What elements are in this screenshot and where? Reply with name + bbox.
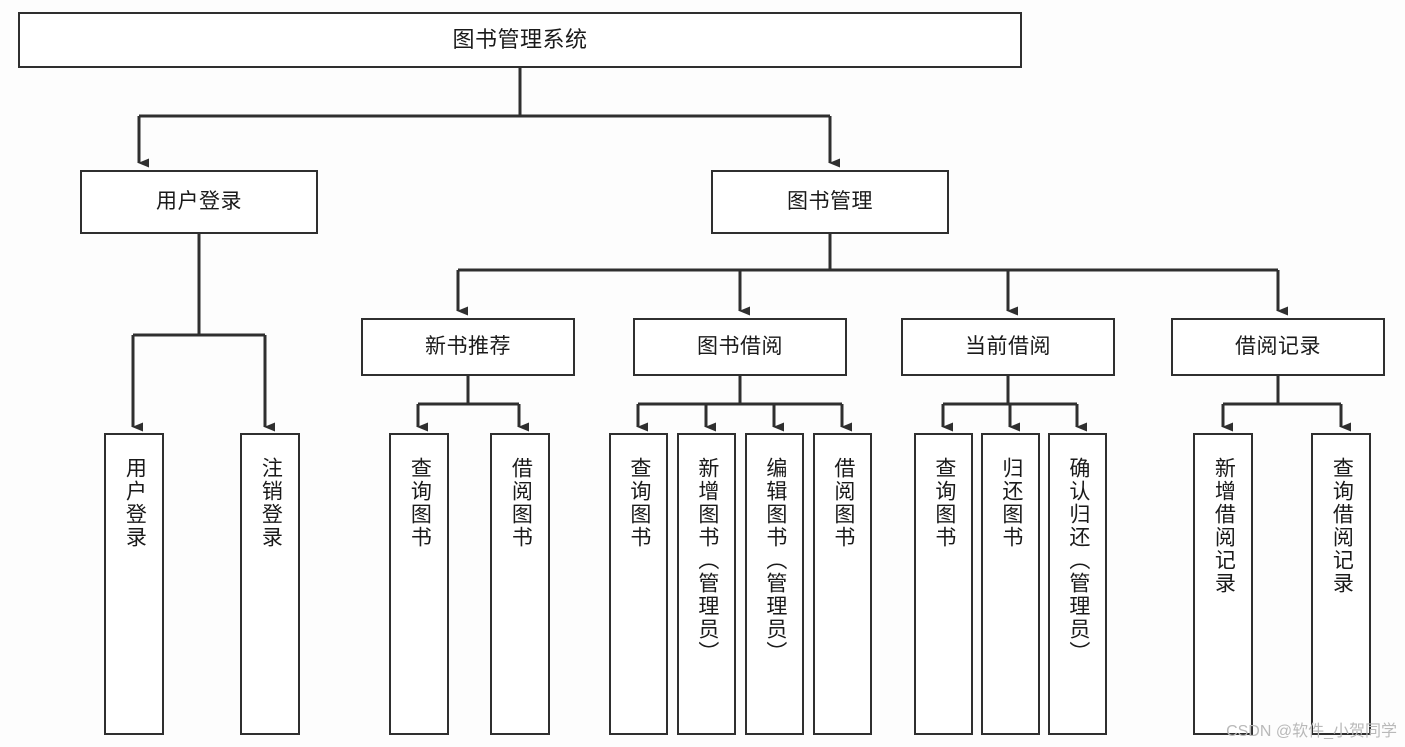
node-current-borrow[interactable]: 当前借阅 [901, 318, 1115, 376]
node-label: 新增借阅记录 [1212, 457, 1236, 595]
node-book-borrow[interactable]: 图书借阅 [633, 318, 847, 376]
node-label: 图书管理系统 [452, 26, 588, 52]
leaf-borrow-record-add[interactable]: 新增借阅记录 [1193, 433, 1253, 735]
leaf-book-borrow-query[interactable]: 查询图书 [609, 433, 668, 735]
leaf-new-book-query[interactable]: 查询图书 [389, 433, 449, 735]
node-new-book-recommend[interactable]: 新书推荐 [361, 318, 575, 376]
node-user-login[interactable]: 用户登录 [80, 170, 318, 234]
leaf-book-borrow-add[interactable]: 新增图书（管理员） [677, 433, 736, 735]
node-label: 借阅记录 [1235, 335, 1321, 359]
leaf-user-login-login[interactable]: 用户登录 [104, 433, 164, 735]
leaf-user-login-logout[interactable]: 注销登录 [240, 433, 300, 735]
node-label: 当前借阅 [965, 335, 1051, 359]
node-label: 查询图书 [932, 457, 956, 549]
leaf-current-borrow-confirm-return[interactable]: 确认归还（管理员） [1048, 433, 1107, 735]
leaf-current-borrow-return[interactable]: 归还图书 [981, 433, 1040, 735]
node-label: 借阅图书 [509, 457, 533, 549]
leaf-current-borrow-query[interactable]: 查询图书 [914, 433, 973, 735]
node-book-management[interactable]: 图书管理 [711, 170, 949, 234]
node-borrow-record[interactable]: 借阅记录 [1171, 318, 1385, 376]
node-label: 图书借阅 [697, 335, 783, 359]
node-label: 新书推荐 [425, 335, 511, 359]
node-label: 图书管理 [787, 190, 873, 214]
node-label: 注销登录 [259, 457, 283, 549]
node-label: 查询图书 [408, 457, 432, 549]
leaf-book-borrow-borrow[interactable]: 借阅图书 [813, 433, 872, 735]
node-label: 借阅图书 [831, 457, 855, 549]
node-label: 归还图书 [999, 457, 1023, 549]
leaf-new-book-borrow[interactable]: 借阅图书 [490, 433, 550, 735]
node-root-library-system[interactable]: 图书管理系统 [18, 12, 1022, 68]
node-label: 确认归还（管理员） [1066, 457, 1090, 664]
node-label: 编辑图书（管理员） [763, 457, 787, 664]
csdn-watermark: CSDN @软件_小贺同学 [1226, 723, 1397, 740]
node-label: 查询图书 [627, 457, 651, 549]
node-label: 查询借阅记录 [1330, 457, 1354, 595]
node-label: 用户登录 [123, 457, 147, 549]
node-label: 新增图书（管理员） [695, 457, 719, 664]
leaf-book-borrow-edit[interactable]: 编辑图书（管理员） [745, 433, 804, 735]
node-label: 用户登录 [156, 190, 242, 214]
leaf-borrow-record-query[interactable]: 查询借阅记录 [1311, 433, 1371, 735]
